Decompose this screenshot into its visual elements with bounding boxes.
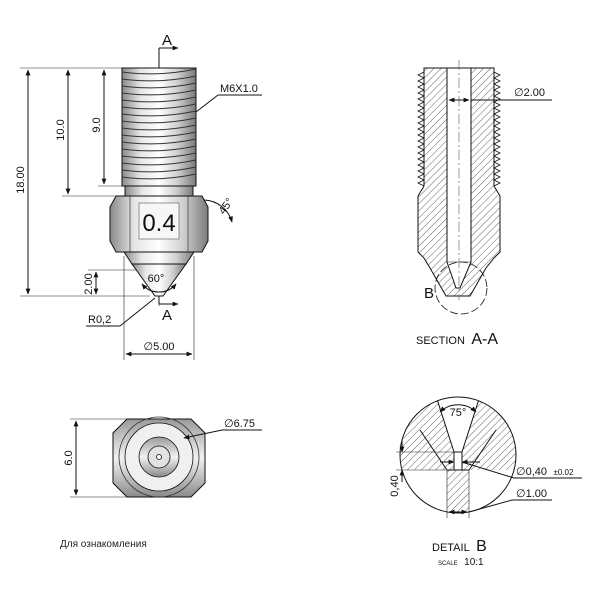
- hex-circumcircle: [118, 416, 200, 498]
- detail-marker: B: [424, 285, 434, 302]
- watermark-text: Для ознакомления: [60, 539, 147, 550]
- cone-angle-label: 75°: [450, 407, 467, 419]
- section-caption: SECTION A-A: [416, 331, 498, 348]
- thread-line: [121, 68, 197, 75]
- thread-line: [121, 82, 197, 89]
- thread-line: [121, 138, 197, 145]
- nozzle-mark: 0.4: [142, 210, 175, 237]
- radius-leader: [119, 297, 156, 327]
- thread-line: [121, 173, 197, 180]
- thread-lines: [121, 68, 197, 180]
- thread-line: [121, 159, 197, 166]
- section-thread-profile: [417, 71, 501, 187]
- hex-body: 0.4: [109, 195, 209, 253]
- cone-angle-arc: [439, 404, 477, 413]
- section-caption-id: A-A: [471, 331, 498, 348]
- tip-angle-arc: [141, 283, 177, 293]
- chamfer-angle-arc: [203, 199, 233, 223]
- thread-line: [121, 89, 197, 96]
- thread-spec-label: M6X1.0: [220, 83, 258, 95]
- thread-line: [121, 96, 197, 103]
- detail-caption: DETAIL B: [432, 538, 487, 555]
- dim-tip-diameter-label: ∅5.00: [144, 341, 175, 353]
- dim-total-length-label: 18.00: [15, 166, 27, 194]
- nozzle-tip: [123, 251, 195, 306]
- section-view: ∅2.00 B SECTION A-A: [416, 60, 552, 348]
- orifice-tolerance: ±0.02: [553, 468, 574, 477]
- thread-line: [121, 124, 197, 131]
- thread-line: [121, 110, 197, 117]
- thread-line: [121, 117, 197, 124]
- tip-flat-leader: [468, 499, 513, 513]
- detail-caption-word: DETAIL: [432, 542, 470, 554]
- thread-line: [121, 152, 197, 159]
- orifice-dia-leader: [461, 461, 515, 479]
- chamfer-angle-label: 45°: [217, 196, 236, 217]
- thread-line: [121, 103, 197, 110]
- orifice-diameter: ∅0,40 ±0.02: [516, 462, 574, 479]
- thread-line: [121, 145, 197, 152]
- hex-corner-label: ∅6.75: [224, 418, 255, 430]
- thread-line: [121, 131, 197, 138]
- dim-thread-length-label: 9.0: [91, 117, 103, 132]
- section-caption-word: SECTION: [416, 335, 465, 347]
- bottom-view: 6.0 ∅6.75: [63, 416, 262, 498]
- neck: [124, 185, 194, 197]
- detail-view: 75° 0,40 ∅0,40 ±0.02 ∅1.00 DETAIL B SCAL…: [389, 396, 582, 569]
- dim-thread-span-label: 10.0: [55, 119, 67, 140]
- hex-corner-leader: [183, 429, 223, 440]
- detail-scale-word: SCALE: [438, 561, 458, 567]
- section-marker-top: A: [162, 32, 172, 49]
- main-view: 0.4 A A 18.00 10.0 9.0 2.00: [15, 32, 262, 360]
- thread-line: [121, 75, 197, 82]
- orifice-length-label: 0,40: [389, 475, 401, 496]
- tip-flat-label: ∅1.00: [516, 488, 547, 500]
- tip-radius-label: R0,2: [88, 314, 111, 326]
- thread-leader: [195, 94, 219, 113]
- orifice-diameter-value: ∅0,40: [516, 466, 547, 478]
- thread-teeth: [493, 71, 501, 187]
- thread-teeth: [417, 71, 425, 187]
- thread-line: [121, 166, 197, 173]
- section-marker-bottom: A: [162, 307, 172, 324]
- bore-diameter-label: ∅2.00: [514, 87, 545, 99]
- hex-width-label: 6.0: [63, 450, 75, 465]
- thread-body: [121, 67, 197, 187]
- detail-caption-id: B: [476, 538, 487, 555]
- dim-tip-height-label: 2.00: [83, 273, 95, 294]
- detail-scale: SCALE 10:1: [438, 552, 484, 569]
- tip-angle-label: 60°: [148, 273, 165, 285]
- orifice-circle: [156, 454, 162, 460]
- detail-scale-value: 10:1: [464, 557, 484, 568]
- detail-circle: [434, 261, 488, 315]
